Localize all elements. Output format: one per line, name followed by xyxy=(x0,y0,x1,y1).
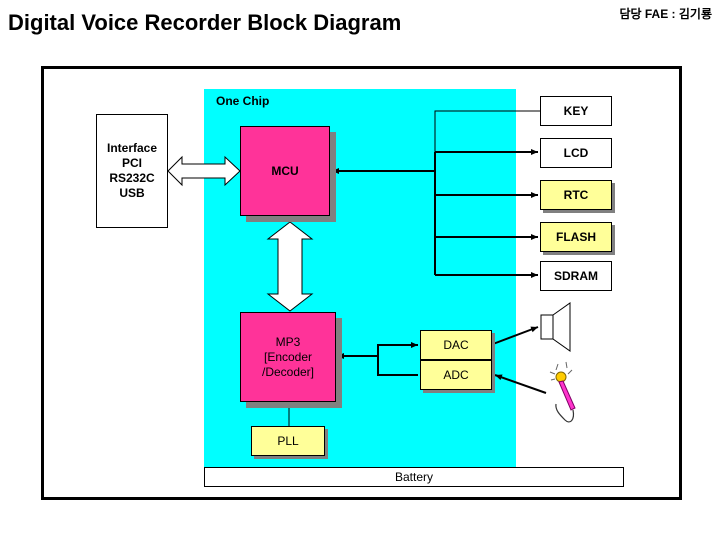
speaker-line xyxy=(492,326,539,345)
decoder-label: /Decoder] xyxy=(261,364,315,379)
flash-block: FLASH xyxy=(540,222,612,252)
adc-block: ADC xyxy=(420,360,492,390)
lcd-label: LCD xyxy=(563,145,589,160)
pll-block: PLL xyxy=(251,426,325,456)
adc-line xyxy=(377,356,418,376)
rtc-label: RTC xyxy=(563,187,589,202)
rtc-block: RTC xyxy=(540,180,612,210)
speaker-icon xyxy=(540,302,571,352)
lcd-block: LCD xyxy=(540,138,612,168)
dac-block: DAC xyxy=(420,330,492,360)
author-label: 담당 FAE : 김기룡 xyxy=(619,7,712,21)
encoder-label: [Encoder xyxy=(263,349,313,364)
mcu-mp3-arrow xyxy=(266,221,314,312)
adc-label: ADC xyxy=(443,367,469,382)
pll-label: PLL xyxy=(277,433,299,448)
sdram-block: SDRAM xyxy=(540,261,612,291)
battery-block: Battery xyxy=(204,467,624,487)
mp3-codec-block: MP3 [Encoder /Decoder] xyxy=(240,312,336,402)
mcu-block: MCU xyxy=(240,126,330,216)
sdram-label: SDRAM xyxy=(554,268,598,283)
mp3-label: MP3 xyxy=(275,334,301,349)
rs232c-label: RS232C xyxy=(109,171,155,185)
mic-line xyxy=(494,374,547,394)
key-block: KEY xyxy=(540,96,612,126)
pci-label: PCI xyxy=(121,156,142,170)
interface-block: Interface PCI RS232C USB xyxy=(96,114,168,228)
battery-label: Battery xyxy=(394,469,433,484)
microphone-icon xyxy=(549,361,576,423)
dac-line xyxy=(377,342,418,356)
diagram-frame xyxy=(41,66,682,500)
key-line xyxy=(434,110,540,152)
flash-label: FLASH xyxy=(556,229,596,244)
usb-label: USB xyxy=(119,186,145,200)
page-title: Digital Voice Recorder Block Diagram xyxy=(8,10,402,35)
interface-label: Interface xyxy=(106,141,158,155)
dac-label: DAC xyxy=(443,337,469,352)
one-chip-label: One Chip xyxy=(216,94,270,108)
interface-mcu-arrow xyxy=(167,155,241,187)
key-label: KEY xyxy=(563,103,589,118)
mcu-label: MCU xyxy=(271,163,299,178)
